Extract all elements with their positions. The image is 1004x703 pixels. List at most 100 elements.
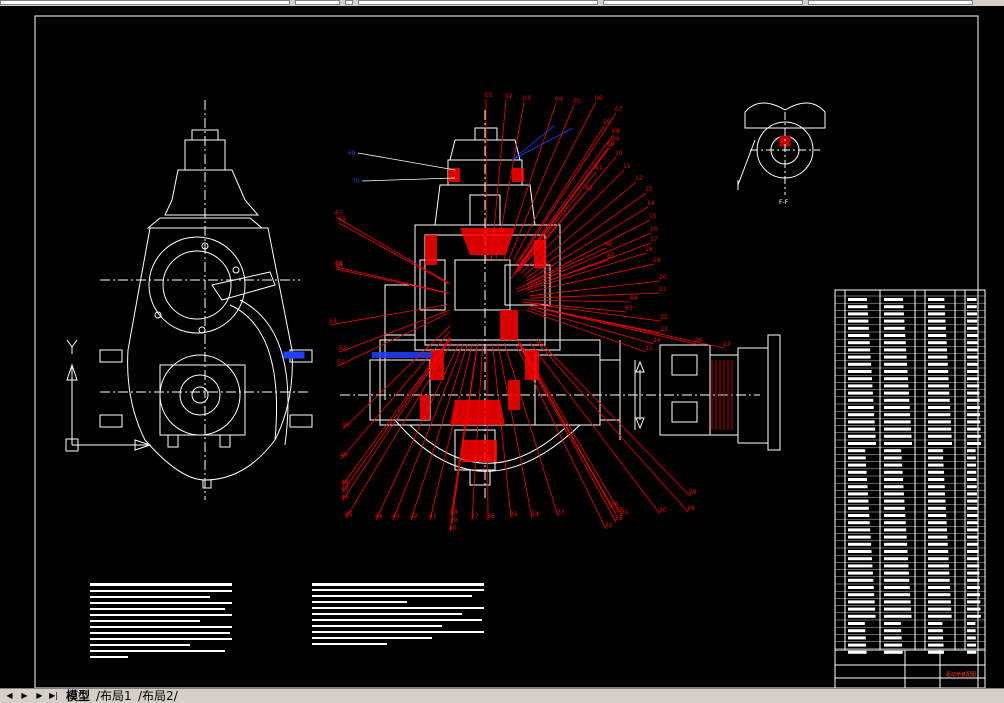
toolbar-field[interactable]	[808, 0, 973, 5]
parts-list-cell	[848, 377, 872, 381]
parts-list-cell	[848, 470, 867, 474]
balloon-number: 04	[555, 96, 563, 103]
parts-list-cell	[884, 391, 909, 395]
balloon-number: 17	[650, 236, 658, 243]
parts-list-cell	[928, 377, 949, 381]
parts-list-cell	[928, 449, 943, 453]
parts-list-cell	[928, 362, 948, 366]
parts-list-cell	[884, 622, 901, 625]
balloon-number: 26	[695, 337, 703, 344]
balloon-leader	[526, 192, 647, 279]
balloon-leader	[490, 99, 507, 260]
parts-list-cell	[967, 420, 981, 424]
parts-list-cell	[884, 607, 912, 611]
parts-list-cell	[884, 542, 908, 546]
parts-list-cell	[928, 643, 944, 647]
parts-list-cell	[884, 636, 902, 640]
parts-list-cell	[928, 456, 944, 460]
parts-list-cell	[848, 614, 876, 618]
tab-model[interactable]: 模型	[66, 689, 91, 703]
balloon-number: 33	[557, 509, 565, 516]
balloon-leader	[519, 342, 623, 517]
balloon-leader	[341, 337, 451, 494]
balloon-leader	[375, 343, 460, 521]
toolbar-field[interactable]	[0, 0, 290, 5]
parts-list-cell	[928, 427, 952, 431]
balloon-number: 31	[621, 509, 629, 516]
next-tab-button[interactable]: ▶	[36, 691, 43, 700]
parts-list-cell	[848, 362, 872, 366]
toolbar-field[interactable]	[358, 0, 598, 5]
parts-list-cell	[848, 341, 870, 345]
parts-list-cell	[928, 326, 946, 330]
balloon-number: 16	[650, 226, 658, 233]
toolbar-field[interactable]	[603, 0, 803, 5]
last-tab-button[interactable]: ▶|	[49, 691, 58, 700]
balloon-number: 44	[375, 513, 383, 520]
parts-list-cell	[848, 305, 868, 309]
parts-list-cell	[967, 492, 977, 496]
parts-list-cell	[928, 434, 952, 438]
balloon-number: 69	[348, 150, 356, 157]
tab-layout2[interactable]: /布局2/	[138, 689, 178, 703]
parts-list-cell	[928, 348, 948, 352]
balloon-number: 58	[615, 515, 623, 522]
parts-list-cell	[848, 398, 874, 402]
tab-layout1[interactable]: /布局1	[96, 689, 132, 703]
balloon-leader	[340, 331, 451, 460]
balloon-leader	[503, 102, 557, 261]
parts-list-cell	[848, 312, 868, 316]
parts-list-cell	[967, 571, 980, 575]
balloon-leader	[513, 101, 597, 261]
parts-list-cell	[884, 600, 911, 604]
parts-list-cell	[884, 499, 905, 503]
balloon-leader	[529, 292, 661, 299]
parts-list-cell	[967, 586, 980, 589]
parts-list-cell	[848, 499, 869, 503]
parts-list-cell	[967, 521, 978, 525]
balloon-number: 37	[471, 513, 479, 520]
balloon-leader	[518, 343, 617, 523]
balloon-leader	[536, 338, 691, 497]
balloon-number: 61	[595, 165, 603, 172]
balloon-number: 65	[607, 253, 615, 260]
balloon-number: 29	[687, 505, 695, 512]
prev-tab-button[interactable]: ▶	[21, 691, 28, 700]
balloon-number: 54	[335, 262, 343, 269]
parts-list-cell	[884, 413, 911, 417]
parts-list-cell	[967, 650, 977, 654]
parts-list-cell	[967, 434, 981, 438]
parts-list-cell	[967, 442, 981, 445]
parts-list-cell	[884, 463, 903, 467]
parts-list-cell	[928, 492, 946, 496]
balloon-leader	[342, 325, 451, 430]
parts-list-cell	[928, 384, 949, 388]
parts-list-cell	[967, 362, 979, 366]
parts-list-cell	[967, 312, 977, 316]
parts-list-cell	[967, 629, 976, 633]
balloon-number: 01	[485, 92, 493, 99]
parts-list-cell	[848, 636, 866, 640]
balloon-number: 10	[615, 150, 623, 157]
balloon-leader	[521, 301, 627, 313]
toolbar-field[interactable]	[345, 0, 353, 5]
balloon-leader	[522, 299, 632, 303]
toolbar-field[interactable]	[295, 0, 340, 5]
balloon-number: 07	[615, 106, 623, 113]
parts-list-cell	[848, 550, 872, 553]
parts-list-cell	[967, 348, 979, 352]
first-tab-button[interactable]: ◀	[6, 691, 13, 700]
section-view	[340, 110, 760, 500]
parts-list-cell	[884, 326, 905, 330]
balloon-number: 19	[653, 257, 661, 264]
parts-list-cell	[967, 427, 981, 431]
parts-list-cell	[848, 478, 868, 481]
parts-list-cell	[848, 542, 872, 546]
parts-list-cell	[848, 456, 866, 460]
section-ff-label: F-F	[779, 199, 789, 206]
parts-list-cell	[884, 427, 912, 431]
balloon-number: 36	[487, 513, 495, 520]
balloon-number: 21	[659, 286, 667, 293]
parts-list-cell	[848, 586, 874, 589]
